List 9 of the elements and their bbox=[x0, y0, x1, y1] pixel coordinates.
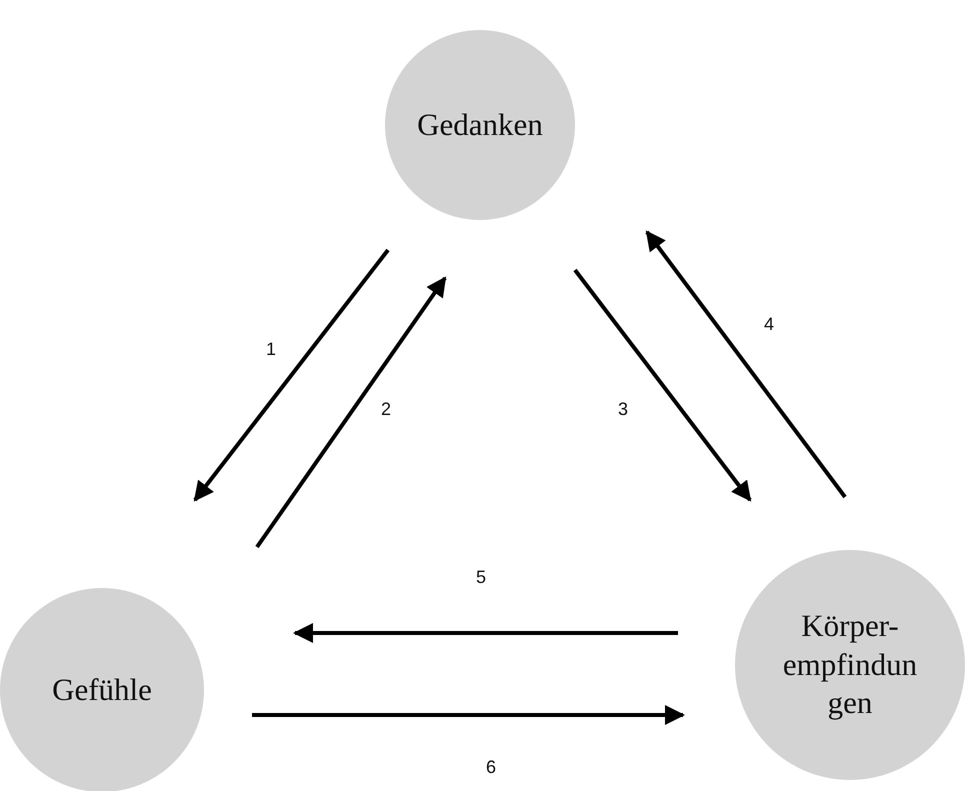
node-label: Körper- empfindun gen bbox=[782, 606, 918, 722]
arrow bbox=[573, 268, 752, 502]
arrow bbox=[252, 705, 685, 725]
node-label: Gedanken bbox=[416, 106, 544, 144]
arrow bbox=[293, 623, 678, 643]
arrow bbox=[645, 230, 847, 498]
arrow bbox=[255, 276, 447, 548]
node-label: Gefühle bbox=[51, 670, 153, 709]
arrow bbox=[193, 248, 390, 502]
